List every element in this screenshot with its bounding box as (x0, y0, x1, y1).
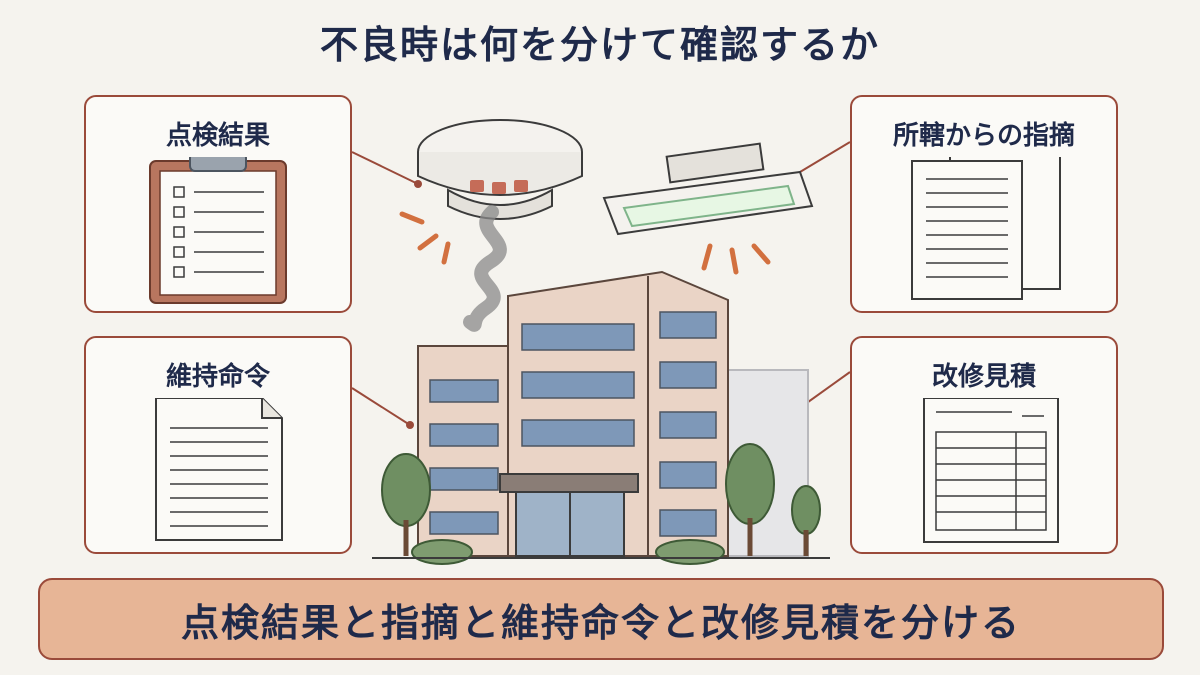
card-label: 点検結果 (165, 121, 270, 151)
card-maintenance-order: 維持命令 (84, 336, 352, 554)
connector-top-left (351, 151, 419, 185)
connector-dot (414, 180, 422, 188)
tree (381, 443, 821, 535)
card-inspection-result: 点検結果 (84, 95, 352, 313)
summary-banner: 点検結果と指摘と維持命令と改修見積を分ける (38, 578, 1164, 660)
building-main (499, 270, 729, 557)
entrance-canopy (499, 473, 639, 493)
building-scene (372, 119, 830, 565)
smoke-plume (463, 205, 507, 332)
stacked-documents-icon (911, 157, 1061, 300)
tree-trunks (403, 518, 809, 556)
card-renovation-estimate: 改修見積 (850, 336, 1118, 554)
banner-text: 点検結果と指摘と維持命令と改修見積を分ける (180, 601, 1021, 645)
estimate-form-icon (923, 398, 1059, 543)
document-icon (155, 398, 283, 541)
emergency-light-icon (602, 142, 814, 236)
connector-bottom-left (351, 387, 411, 426)
card-label: 改修見積 (931, 362, 1036, 392)
page-title: 不良時は何を分けて確認するか (319, 23, 880, 67)
smoke-detector-icon (417, 119, 583, 220)
alarm-rays (399, 211, 451, 265)
building-left-wing (417, 345, 511, 557)
light-rays (701, 243, 771, 275)
card-label: 所轄からの指摘 (892, 121, 1075, 151)
connector-dot (406, 421, 414, 429)
card-label: 維持命令 (165, 362, 270, 392)
card-fire-department-notice: 所轄からの指摘 (850, 95, 1118, 313)
clipboard-checklist-icon (149, 157, 287, 304)
